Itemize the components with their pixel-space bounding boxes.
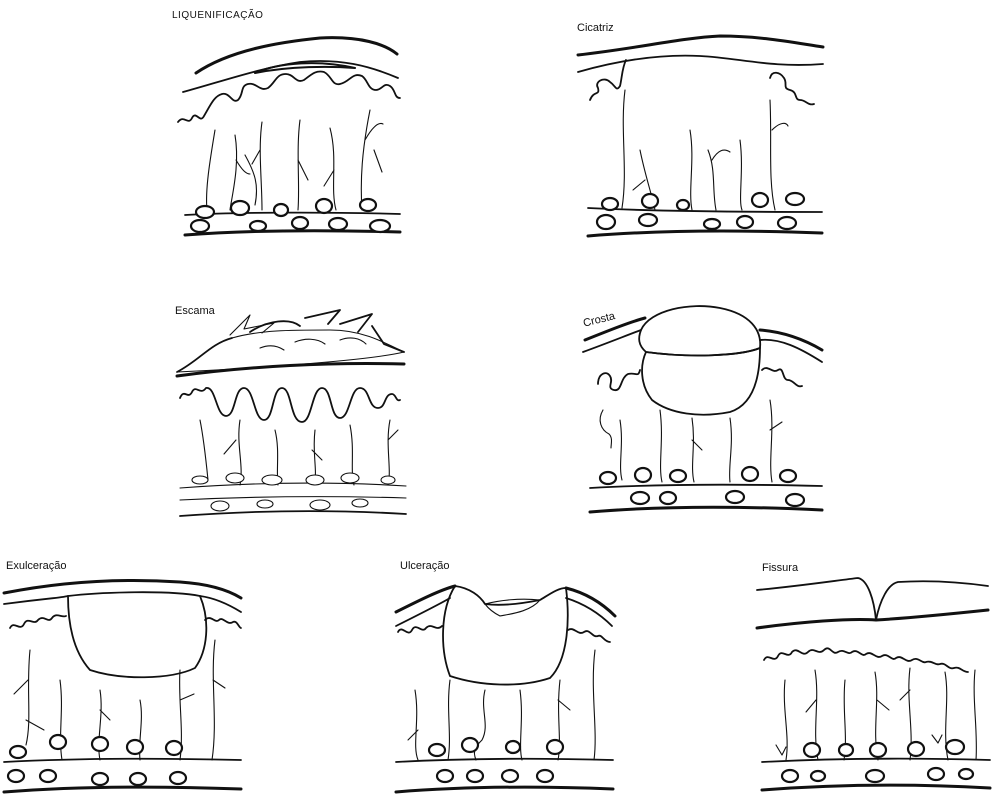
panel-fissura <box>757 578 990 790</box>
panel-ulceracao <box>396 586 615 792</box>
label-cicatriz: Cicatriz <box>577 22 614 34</box>
label-fissura: Fissura <box>762 562 798 574</box>
panel-liquenificacao <box>178 38 400 235</box>
label-ulceracao: Ulceração <box>400 560 450 572</box>
label-liquenificacao: LIQUENIFICAÇÃO <box>172 10 263 21</box>
epidermis-ridges <box>178 71 400 122</box>
label-exulceracao: Exulceração <box>6 560 67 572</box>
basal-line-bottom <box>185 231 400 235</box>
basal-line-top <box>185 213 400 215</box>
panel-escama <box>177 310 406 516</box>
label-escama: Escama <box>175 305 215 317</box>
panel-crosta <box>583 306 822 512</box>
panel-exulceracao <box>4 580 241 792</box>
panel-cicatriz <box>578 36 823 236</box>
thickened-layer <box>183 61 398 92</box>
